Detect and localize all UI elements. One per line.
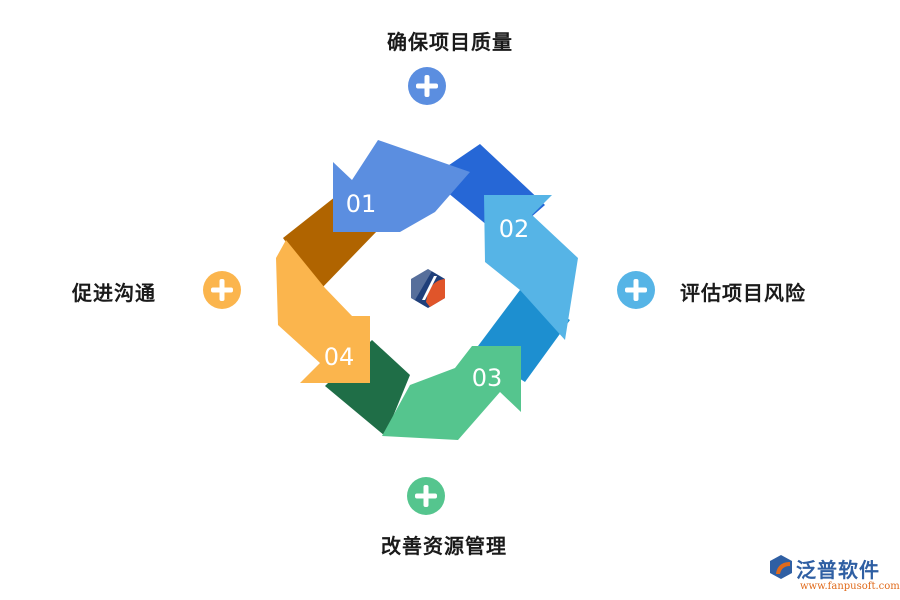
arrow-03 [382,346,521,440]
label-step-02: 评估项目风险 [680,281,806,305]
brand-name: 泛普软件 [796,558,880,582]
brand-logo-icon [770,555,792,579]
arrow-01 [333,140,470,232]
arrow-02 [484,195,578,340]
arrow-04 [276,240,370,383]
plus-icon-top[interactable] [408,67,446,105]
brand-watermark: 泛普软件 www.fanpusoft.com [768,552,900,598]
band-dark-green [325,340,410,436]
label-step-01: 确保项目质量 [387,30,513,54]
plus-icon-bottom[interactable] [407,477,445,515]
plus-icon-right[interactable] [617,271,655,309]
label-step-04: 促进沟通 [72,281,156,305]
step-number-04: 04 [324,343,355,371]
step-number-03: 03 [472,364,503,392]
label-step-03: 改善资源管理 [381,534,507,558]
plus-icon-left[interactable] [203,271,241,309]
step-number-01: 01 [346,190,377,218]
step-number-02: 02 [499,215,530,243]
brand-url: www.fanpusoft.com [800,581,900,592]
hexagon-logo-icon [411,269,445,308]
